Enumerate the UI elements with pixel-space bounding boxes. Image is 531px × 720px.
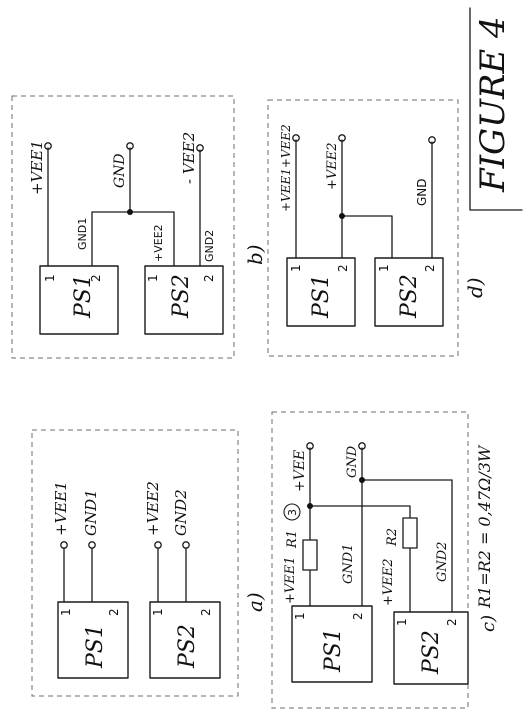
- panel-a: PS1 PS2 1 2 1 2 +VEE1 GND1 +VEE2 GND2 a): [31, 429, 267, 697]
- panel-c-ps2-pin2: 2: [445, 618, 459, 626]
- panel-d-border: [267, 99, 459, 357]
- panel-a-ps1-box: [57, 601, 129, 679]
- panel-c-vee-label: +VEE: [292, 450, 308, 492]
- panel-d-ps1-pin2: 2: [336, 264, 350, 272]
- panel-b-gnd1-label: GND1: [76, 218, 89, 250]
- panel-d-ps2-pin1: 1: [377, 264, 391, 272]
- panel-c-r1-label: R1: [285, 530, 300, 549]
- panel-c-vee2-label: +VEE2: [381, 558, 396, 606]
- panel-b-junction: [127, 209, 133, 215]
- panel-a-gnd2-label: GND2: [172, 489, 190, 536]
- panel-d-ps2-name: PS2: [397, 274, 422, 319]
- panel-b-ps2-name: PS2: [169, 274, 194, 319]
- panel-c-gnd1-label: GND1: [341, 544, 356, 584]
- figure-title: FIGURE 4: [473, 16, 513, 193]
- panel-d: PS1 PS2 1 2 1 2 +VEE1+VEE2 +VEE2 GND d): [267, 99, 487, 357]
- panel-a-border: [31, 429, 239, 697]
- panel-c-border: [271, 411, 469, 709]
- panel-b-ps1-box: [39, 265, 119, 335]
- panel-c-ps1-name: PS1: [321, 628, 346, 673]
- panel-d-caption: d): [463, 277, 487, 298]
- panel-c-ps1-box: [291, 605, 373, 683]
- panel-a-ps1-pin2: 2: [107, 608, 121, 616]
- panel-c-gnd-label: GND: [345, 445, 360, 478]
- panel-c-r2-resistor: [402, 517, 418, 549]
- panel-b-ps1-pin2: 2: [89, 274, 103, 282]
- panel-c-gnd-terminal: [358, 442, 366, 450]
- panel-b: PS1 PS2 1 2 1 2 +VEE1 GND - VEE2 GND1 +V…: [11, 95, 267, 359]
- panel-a-gnd1-label: GND1: [82, 489, 100, 536]
- panel-b-gnd2-label: GND2: [203, 230, 216, 262]
- panel-b-ps2-pin1: 1: [146, 274, 160, 282]
- panel-c-node-label: 3: [286, 509, 299, 516]
- panel-b-gnd-label: GND: [112, 153, 128, 188]
- panel-c-ps2-name: PS2: [419, 630, 444, 675]
- panel-a-vee2-terminal: [154, 541, 162, 549]
- panel-b-gnd-terminal: [126, 142, 134, 150]
- panel-d-ps2-box: [374, 257, 444, 327]
- panel-d-ps1-box: [286, 257, 356, 327]
- panel-c-node-marker: [283, 503, 301, 521]
- figure-title-block: FIGURE 4: [469, 7, 523, 211]
- panel-c-ps1-pin2: 2: [351, 612, 365, 620]
- panel-a-vee2-label: +VEE2: [144, 481, 162, 536]
- panel-b-ps1-name: PS1: [71, 274, 96, 319]
- panel-d-ps1-pin1: 1: [289, 264, 303, 272]
- panel-b-ps2-pin2: 2: [202, 274, 216, 282]
- panel-c-ps2-pin1: 1: [395, 618, 409, 626]
- panel-d-ps2-pin2: 2: [423, 264, 437, 272]
- panel-c-r1-resistor: [302, 539, 318, 571]
- panel-b-vee1-label: +VEE1: [28, 140, 46, 195]
- panel-a-ps2-pin2: 2: [199, 608, 213, 616]
- panel-d-sum-terminal: [292, 134, 300, 142]
- panel-c-r2-label: R2: [385, 528, 400, 547]
- panel-c-gnd2-label: GND2: [435, 542, 450, 582]
- panel-d-junction: [339, 213, 345, 219]
- panel-a-gnd2-terminal: [182, 541, 190, 549]
- panel-d-gnd-label: GND: [415, 178, 429, 206]
- panel-c-ps1-pin1: 1: [293, 612, 307, 620]
- panel-d-gnd-terminal: [428, 136, 436, 144]
- panel-a-ps2-name: PS2: [175, 624, 200, 669]
- panel-b-vee2-out-label: - VEE2: [180, 132, 198, 184]
- panel-c-note: R1=R2 = 0,47Ω/3W: [475, 444, 494, 609]
- panel-a-ps1-name: PS1: [83, 624, 108, 669]
- panel-c: PS1 PS2 1 2 1 2 +VEE GND +VEE1 R1 3 GND1…: [271, 411, 499, 709]
- panel-b-ps1-pin1: 1: [43, 274, 57, 282]
- panel-d-vee2-label: +VEE2: [325, 142, 340, 190]
- panel-a-ps1-pin1: 1: [59, 608, 73, 616]
- panel-b-ps2-box: [144, 265, 224, 335]
- panel-b-vee2-terminal: [196, 144, 204, 152]
- panel-c-vee-terminal: [306, 442, 314, 450]
- panel-b-caption: b): [243, 244, 267, 265]
- panel-a-vee1-label: +VEE1: [52, 481, 70, 536]
- panel-b-vee2-label: +VEE2: [152, 224, 165, 262]
- panel-a-caption: a): [243, 592, 267, 612]
- panel-a-ps2-pin1: 1: [151, 608, 165, 616]
- panel-a-vee1-terminal: [60, 541, 68, 549]
- panel-a-gnd1-terminal: [88, 541, 96, 549]
- panel-c-gnd-junction: [359, 477, 365, 483]
- panel-b-border: [11, 95, 235, 359]
- panel-d-vee2-terminal: [338, 134, 346, 142]
- panel-c-vee1-label: +VEE1: [283, 556, 298, 604]
- panel-d-ps1-name: PS1: [309, 274, 334, 319]
- panel-a-ps2-box: [149, 601, 221, 679]
- panel-c-ps2-box: [393, 611, 469, 685]
- panel-d-sum-label: +VEE1+VEE2: [279, 124, 293, 212]
- panel-c-caption: c): [478, 615, 499, 632]
- panel-b-vee1-terminal: [44, 142, 52, 150]
